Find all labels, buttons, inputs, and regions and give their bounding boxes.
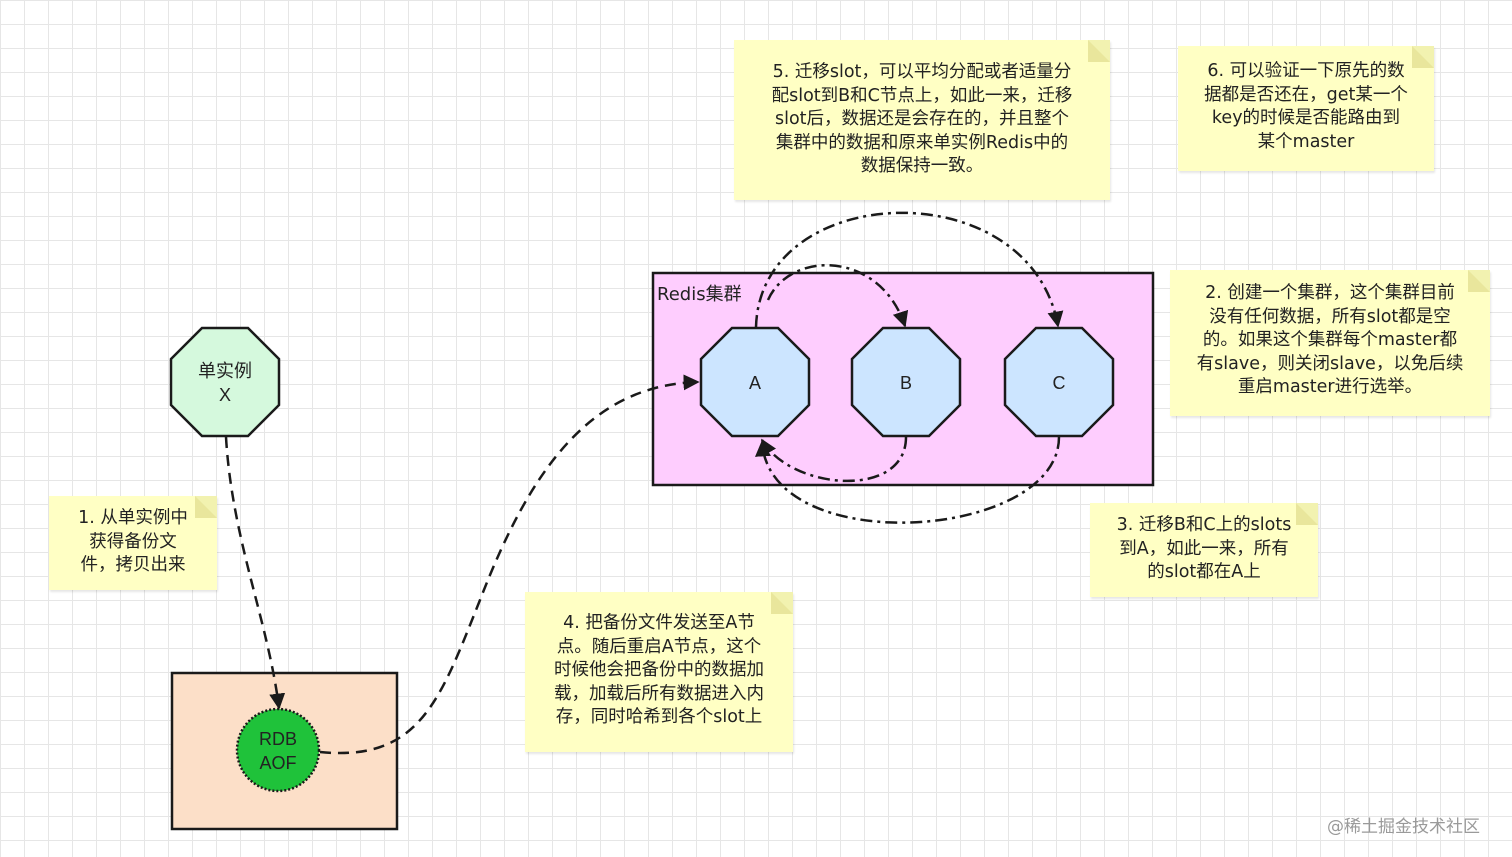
note-fold-icon	[195, 496, 217, 518]
note-step-4-text: 4. 把备份文件发送至A节 点。随后重启A节点，这个 时候他会把备份中的数据加 …	[554, 613, 764, 727]
connector-b-to-a	[760, 436, 908, 483]
note-step-1: 1. 从单实例中 获得备份文 件，拷贝出来	[49, 496, 217, 590]
note-step-5-text: 5. 迁移slot，可以平均分配或者适量分 配slot到B和C节点上，如此一来，…	[771, 62, 1073, 176]
note-step-6-text: 6. 可以验证一下原先的数 据都是否还在，get某一个 key的时候是否能路由到…	[1204, 61, 1408, 152]
note-step-6: 6. 可以验证一下原先的数 据都是否还在，get某一个 key的时候是否能路由到…	[1178, 46, 1434, 171]
node-c	[1003, 326, 1115, 438]
single-instance-label: 单实例	[198, 361, 252, 381]
note-step-1-text: 1. 从单实例中 获得备份文 件，拷贝出来	[78, 508, 188, 575]
connector-c-to-a	[755, 436, 1061, 524]
note-step-2: 2. 创建一个集群，这个集群目前 没有任何数据，所有slot都是空 的。如果这个…	[1170, 270, 1490, 416]
note-fold-icon	[1468, 270, 1490, 292]
connector-backup-to-a	[319, 374, 700, 755]
note-step-3-text: 3. 迁移B和C上的slots 到A，如此一来，所有 的slot都在A上	[1116, 515, 1292, 582]
note-step-2-text: 2. 创建一个集群，这个集群目前 没有任何数据，所有slot都是空 的。如果这个…	[1196, 283, 1464, 397]
connector-x-to-backup	[224, 436, 286, 710]
node-c-label: C	[1053, 373, 1066, 393]
note-fold-icon	[771, 592, 793, 614]
note-step-4: 4. 把备份文件发送至A节 点。随后重启A节点，这个 时候他会把备份中的数据加 …	[525, 592, 793, 752]
note-fold-icon	[1412, 46, 1434, 68]
backup-file-label-rdb: RDB	[259, 729, 297, 749]
node-a-label: A	[749, 373, 761, 393]
cluster-label: Redis集群	[657, 284, 742, 305]
single-instance-node	[169, 326, 281, 438]
note-fold-icon	[1088, 40, 1110, 62]
note-fold-icon	[1296, 503, 1318, 525]
node-a	[699, 326, 811, 438]
watermark: @稀土掘金技术社区	[1327, 817, 1480, 837]
note-step-5: 5. 迁移slot，可以平均分配或者适量分 配slot到B和C节点上，如此一来，…	[734, 40, 1110, 200]
node-b	[850, 326, 962, 438]
backup-file-node	[235, 707, 321, 793]
backup-file-label-aof: AOF	[259, 753, 296, 773]
connector-a-to-b	[766, 264, 909, 328]
connector-a-to-c	[754, 211, 1064, 328]
node-b-label: B	[900, 373, 912, 393]
single-instance-name: X	[219, 385, 231, 405]
note-step-3: 3. 迁移B和C上的slots 到A，如此一来，所有 的slot都在A上	[1090, 503, 1318, 597]
